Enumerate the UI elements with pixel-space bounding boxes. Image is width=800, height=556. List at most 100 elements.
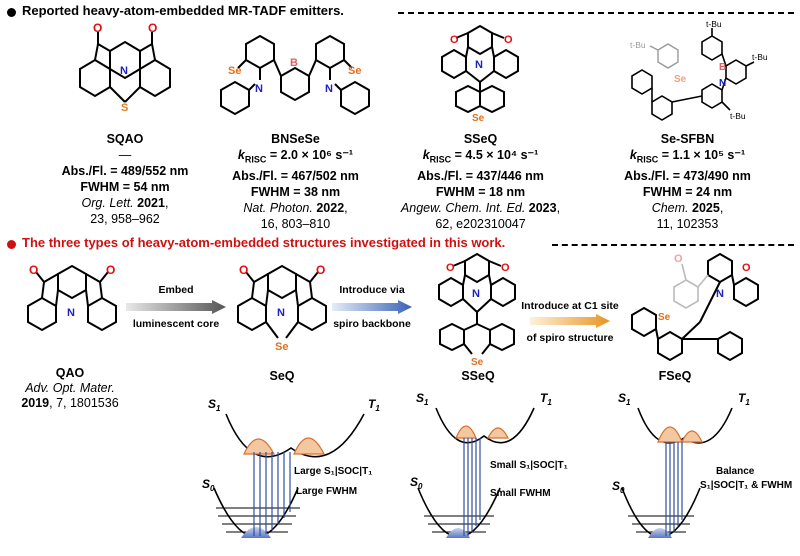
qao-o-left: O <box>29 263 38 277</box>
qao-name: QAO <box>55 366 85 380</box>
s1-label: S1 <box>208 397 221 413</box>
emitter-card-bnsese: BNSeSe kRISC = 2.0 × 10⁶ s⁻¹ Abs./Fl. = … <box>208 131 383 232</box>
emitter-fwhm: FWHM = 18 nm <box>435 184 526 199</box>
arrow-c1-line2: of spiro structure <box>526 332 614 344</box>
emitter-ref-line1: Org. Lett. 2021, <box>81 196 169 210</box>
emitter-absfl: Abs./Fl. = 437/446 nm <box>417 168 544 183</box>
bnsese-n-right: N <box>325 83 333 95</box>
emitter-ref-line2: 11, 102353 <box>656 216 719 231</box>
fseq-o-faded: O <box>674 253 683 265</box>
s0-label: S0 <box>612 479 625 495</box>
arrow-embed-line1: Embed <box>158 284 194 296</box>
emitter-ref-line1: Nat. Photon. 2022, <box>243 200 348 215</box>
arrow-spiro-line2: spiro backbone <box>333 318 411 330</box>
emitter-ref-line2: 62, e202310047 <box>435 216 526 231</box>
emitter-krisc: — <box>118 148 132 162</box>
soc-label: Small S₁|SOC|T₁ <box>490 460 568 471</box>
se-sfbn-tbu-bottom: t-Bu <box>730 111 746 121</box>
qao-ref: 2019, 7, 1801536 <box>21 396 119 410</box>
emitter-name: SSeQ <box>463 132 498 146</box>
balance-label-line2: S₁|SOC|T₁ & FWHM <box>700 480 792 491</box>
emitter-fwhm: FWHM = 54 nm <box>80 180 170 194</box>
emitter-card-sseq: SSeQ kRISC = 4.5 × 10⁴ s⁻¹ Abs./Fl. = 43… <box>393 131 568 232</box>
arrow-embed-icon <box>126 300 226 314</box>
emitter-ref-line2: 23, 958–962 <box>90 212 160 226</box>
fwhm-label: Large FWHM <box>296 486 357 497</box>
arrow-embed-line2: luminescent core <box>132 318 220 330</box>
fseq-o-right: O <box>742 262 751 274</box>
se-sfbn-tbu-top: t-Bu <box>706 20 722 29</box>
energy-diagram-fseq: S1 T1 S0 Balance S₁|SOC|T₁ & FWHM <box>612 391 792 538</box>
emitter-absfl: Abs./Fl. = 473/490 nm <box>624 168 751 183</box>
seq-n: N <box>277 307 285 319</box>
bnsese-se-right: Se <box>348 65 361 77</box>
emitter-ref-line1: Angew. Chem. Int. Ed. 2023, <box>400 200 561 215</box>
emitter-krisc: kRISC = 1.1 × 10⁵ s⁻¹ <box>629 148 746 165</box>
sseq-top-o-left: O <box>450 34 459 46</box>
emitter-fwhm: FWHM = 24 nm <box>642 184 733 199</box>
sqao-o-right: O <box>148 22 157 35</box>
qao-journal: Adv. Opt. Mater. <box>25 381 115 395</box>
fseq-label: FSeQ <box>658 369 692 383</box>
t1-label: T1 <box>368 397 380 413</box>
bnsese-structure: B N N Se Se <box>220 34 370 116</box>
sseq-bottom-se: Se <box>471 357 484 368</box>
fseq-se: Se <box>658 312 671 323</box>
seq-se: Se <box>275 341 288 353</box>
emitter-name: BNSeSe <box>271 132 320 146</box>
se-sfbn-structure: t-Bu t-Bu t-Bu t-Bu B N Se <box>630 20 768 121</box>
emitter-absfl: Abs./Fl. = 467/502 nm <box>232 168 359 183</box>
arrow-c1-icon <box>530 314 610 328</box>
bnsese-se-left: Se <box>228 65 241 77</box>
se-sfbn-tbu-faded: t-Bu <box>630 40 646 50</box>
se-sfbn-b: B <box>719 62 726 73</box>
emitter-ref-line1: Chem. 2025, <box>651 200 724 215</box>
s1-label: S1 <box>618 391 631 407</box>
emitter-card-sqao: SQAO — Abs./Fl. = 489/552 nm FWHM = 54 n… <box>40 131 210 227</box>
sseq-bottom-n: N <box>472 288 480 300</box>
soc-label: Large S₁|SOC|T₁ <box>294 466 372 477</box>
se-sfbn-n: N <box>719 78 726 89</box>
s1-label: S1 <box>416 391 429 407</box>
emitter-krisc: kRISC = 4.5 × 10⁴ s⁻¹ <box>422 148 539 165</box>
section-bullet-bottom <box>7 240 16 249</box>
bottom-section-divider <box>552 244 794 246</box>
qao-n: N <box>67 307 75 319</box>
s0-label: S0 <box>202 477 215 493</box>
sseq-top-o-right: O <box>504 34 513 46</box>
s0-label: S0 <box>410 475 423 491</box>
sqao-o-left: O <box>93 22 102 35</box>
se-sfbn-se: Se <box>674 74 687 85</box>
seq-o-right: O <box>316 263 325 277</box>
emitter-ref-line2: 16, 803–810 <box>260 216 331 231</box>
seq-o-left: O <box>239 263 248 277</box>
top-section-divider <box>398 12 794 14</box>
sseq-bottom-structure: O O N Se <box>438 252 516 368</box>
emitter-name: SQAO <box>106 132 144 146</box>
sqao-s: S <box>121 102 128 114</box>
balance-label-line1: Balance <box>716 466 755 477</box>
emitter-card-se-sfbn: Se-SFBN kRISC = 1.1 × 10⁵ s⁻¹ Abs./Fl. =… <box>600 131 775 232</box>
qao-card: QAO Adv. Opt. Mater. 2019, 7, 1801536 <box>10 366 130 411</box>
se-sfbn-tbu-right: t-Bu <box>752 52 768 62</box>
energy-diagram-seq: S1 T1 S0 Large S₁|SOC|T₁ Large FWHM <box>202 397 380 538</box>
t1-label: T1 <box>540 391 552 407</box>
bnsese-n-left: N <box>255 83 263 95</box>
sseq-top-structure: O O N Se <box>441 24 519 122</box>
arrow-spiro-line1: Introduce via <box>339 284 405 296</box>
sseq-top-se: Se <box>472 113 485 122</box>
qao-o-right: O <box>106 263 115 277</box>
fseq-n: N <box>716 288 724 300</box>
fseq-structure: O O N Se <box>631 252 759 362</box>
energy-diagram-sseq: S1 T1 S0 Small S₁|SOC|T₁ Small FWHM <box>410 391 568 538</box>
emitter-name: Se-SFBN <box>660 132 715 146</box>
top-section-title: Reported heavy-atom-embedded MR-TADF emi… <box>22 3 344 18</box>
seq-label: SeQ <box>269 369 295 383</box>
section-bullet-top <box>7 8 16 17</box>
sseq-bottom-o-right: O <box>501 262 510 274</box>
sseq-bottom-o-left: O <box>446 262 455 274</box>
arrow-spiro-icon <box>332 300 412 314</box>
fwhm-label: Small FWHM <box>490 488 551 499</box>
t1-label: T1 <box>738 391 750 407</box>
emitter-krisc: kRISC = 2.0 × 10⁶ s⁻¹ <box>237 148 354 165</box>
